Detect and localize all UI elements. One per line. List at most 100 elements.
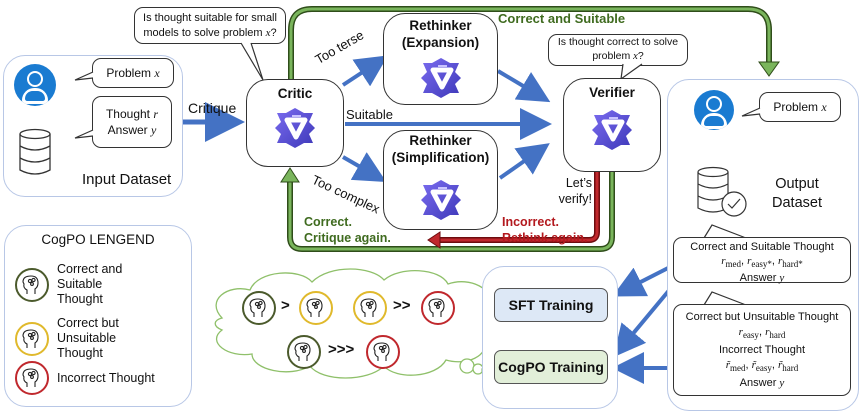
suitable-to-cogpo-arrow <box>613 280 678 358</box>
bubble-tail <box>74 129 94 139</box>
rethinker-expansion-title-1: Rethinker <box>409 18 472 33</box>
simplification-to-verifier-arrow <box>498 143 550 180</box>
r-hard: hard <box>769 330 786 340</box>
input-dataset-panel: Problem x Thought r Answer y Input Datas… <box>3 55 183 197</box>
incorrect-line1: Incorrect. <box>502 215 559 229</box>
rt-hard: hard <box>782 363 799 373</box>
user-icon <box>694 90 734 130</box>
thought-var: r <box>153 107 159 121</box>
critic-question-var: x <box>265 27 271 39</box>
user-icon <box>14 64 56 106</box>
expansion-to-verifier-arrow <box>496 69 551 103</box>
bubble-tail <box>703 291 747 306</box>
verifier-question-line2: problem <box>592 50 631 62</box>
r-easy-star: easy* <box>751 259 772 269</box>
critic-question-end: ? <box>270 27 277 39</box>
model-logo-icon <box>273 106 317 155</box>
thought-label: Thought <box>105 107 151 121</box>
unsuitable-heading: Correct but Unsuitable Thought <box>685 311 839 323</box>
problem-var: x <box>821 100 827 114</box>
model-logo-icon <box>419 178 463 227</box>
answer-var: y <box>779 377 785 389</box>
answer-label: Answer <box>107 123 148 137</box>
preference-relation-3: >>> <box>328 341 355 358</box>
verifier-question-line1: Is thought correct to solve <box>557 36 679 48</box>
rethinker-simplification-title-2: (Simplification) <box>391 150 490 165</box>
output-dataset-title: Output Dataset <box>772 175 822 213</box>
suitable-heading: Correct and Suitable Thought <box>690 241 834 253</box>
problem-label: Problem <box>106 66 151 80</box>
suitable-label: Suitable <box>346 107 393 122</box>
thought-head-icon <box>421 291 455 325</box>
legend-item-line1: Incorrect Thought <box>57 370 155 385</box>
database-icon <box>19 128 51 175</box>
legend-item-incorrect: Incorrect Thought <box>15 361 167 395</box>
r-hard-star: hard* <box>782 259 803 269</box>
thought-head-icon <box>15 361 49 395</box>
lets-verify-line1: Let’s <box>565 176 592 190</box>
output-problem-bubble: Problem x <box>759 92 841 122</box>
lets-verify-label: Let’s verify! <box>556 175 592 207</box>
legend-title: CogPO LENGEND <box>41 232 155 247</box>
too-terse-arrow <box>341 55 389 87</box>
thought-head-icon <box>299 291 333 325</box>
rethinker-simplification-title-1: Rethinker <box>409 133 472 148</box>
thought-head-icon <box>242 291 276 325</box>
too-complex-arrow <box>342 152 387 182</box>
critic-node[interactable]: Critic <box>246 79 344 167</box>
preference-relation-1: > <box>281 297 290 314</box>
thought-head-icon <box>287 335 321 369</box>
legend-item-line1: Correct and Suitable <box>57 262 123 291</box>
rt-med: med <box>729 363 746 373</box>
unsuitable-incorrect-thought-bubble: Correct but Unsuitable Thought reasy, rh… <box>673 304 851 396</box>
critique-label: Critique <box>188 100 237 116</box>
verifier-node[interactable]: Verifier <box>563 78 661 172</box>
output-title-line2: Dataset <box>772 195 822 211</box>
bubble-tail <box>741 107 761 117</box>
verifier-title: Verifier <box>589 85 635 100</box>
answer-label: Answer <box>739 272 777 284</box>
rethinker-expansion-node[interactable]: Rethinker (Expansion) <box>383 13 498 105</box>
correct-suitable-arrowhead <box>758 61 780 77</box>
rethinker-expansion-title-2: (Expansion) <box>401 35 480 50</box>
thought-head-icon <box>15 267 49 302</box>
lets-verify-line2: verify! <box>558 192 592 206</box>
correct-and-suitable-label: Correct and Suitable <box>498 11 626 26</box>
verifier-question-end: ? <box>637 50 644 62</box>
incorrect-rethink-again-label: Incorrect. Rethink again. <box>502 214 587 246</box>
critic-title: Critic <box>277 86 313 101</box>
incorrect-line2: Rethink again. <box>502 231 588 245</box>
database-check-icon <box>697 166 747 217</box>
cogpo-training-box[interactable]: CogPO Training <box>494 350 608 384</box>
thought-head-icon <box>15 321 49 356</box>
bubble-tail <box>74 71 94 81</box>
r-med: med <box>725 259 741 269</box>
thought-head-icon <box>366 335 400 369</box>
legend-item-line2: Thought <box>57 346 103 360</box>
output-title-line1: Output <box>775 176 819 192</box>
verifier-question-var: x <box>633 51 638 62</box>
rethinker-simplification-node[interactable]: Rethinker (Simplification) <box>383 130 498 230</box>
bubble-tail <box>240 42 264 81</box>
model-logo-icon <box>590 108 634 157</box>
incorrect-heading: Incorrect Thought <box>718 344 805 356</box>
input-thought-bubble: Thought r Answer y <box>92 96 172 148</box>
problem-var: x <box>154 66 160 80</box>
unsuitable-thought-vars: reasy, rhard <box>738 326 786 340</box>
model-logo-icon <box>419 56 463 105</box>
incorrect-thought-vars: r̃med, r̃easy, r̃hard <box>725 359 799 373</box>
critique-again-arrowhead <box>280 167 300 183</box>
problem-label: Problem <box>773 100 818 114</box>
legend-item-line2: Thought <box>57 292 103 306</box>
input-problem-bubble: Problem x <box>92 58 174 88</box>
sft-training-box[interactable]: SFT Training <box>494 288 608 322</box>
critic-question-line2: models to solve problem <box>143 27 263 39</box>
answer-var: y <box>779 272 785 284</box>
suitable-to-sft-arrow <box>612 264 673 297</box>
input-dataset-title: Input Dataset <box>82 171 172 188</box>
correct-suitable-thought-bubble: Correct and Suitable Thought rmed, reasy… <box>673 237 851 284</box>
bubble-tail <box>703 224 747 239</box>
